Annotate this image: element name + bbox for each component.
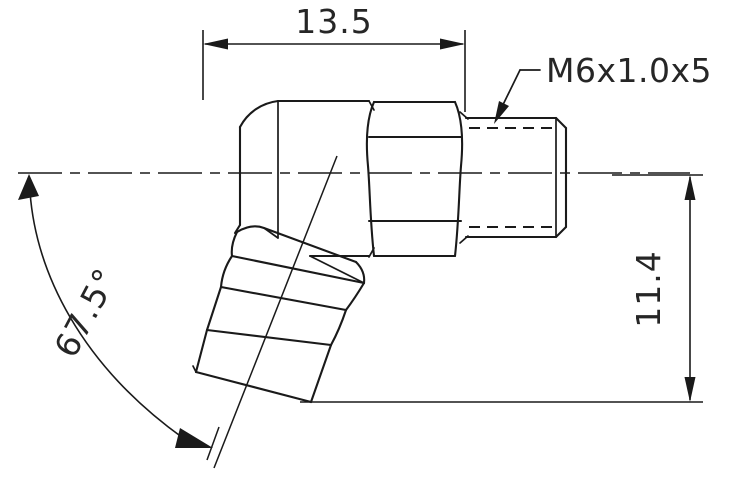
branch-end-face <box>194 370 313 404</box>
length-arrowhead-left <box>203 38 228 50</box>
body-lower-left-corner <box>233 223 242 235</box>
branch-body-connector <box>309 255 365 284</box>
angle-dim-text: 67.5° <box>46 262 125 364</box>
thread-callout-text: M6x1.0x5 <box>546 51 712 90</box>
branch-lower-right-edge <box>329 308 348 347</box>
body-top-left-fillet <box>238 99 280 129</box>
hex-corner-bottom-left <box>368 247 375 258</box>
branch-assembly <box>192 225 366 404</box>
angle-arc-line <box>29 191 184 439</box>
dimension-length-13-5: 13.5 <box>202 2 466 112</box>
height-arrowhead-bottom <box>684 377 696 402</box>
height-dim-text: 11.4 <box>629 250 668 327</box>
branch-mid-left-edge <box>219 254 234 289</box>
branch-bottom-left-edge <box>194 328 209 374</box>
branch-nut-left-edge <box>230 230 239 258</box>
branch-axis-tick <box>206 426 220 461</box>
threaded-stud <box>464 116 568 239</box>
main-hex-nut <box>365 100 469 258</box>
branch-axis-centerline <box>213 155 338 469</box>
branch-flat-line-2 <box>219 285 348 312</box>
thread-leader-arrowhead <box>494 101 509 124</box>
hex-right-chamfer <box>453 100 464 258</box>
length-dim-text: 13.5 <box>295 2 372 41</box>
angle-arrowhead-top <box>18 174 39 200</box>
dimension-angle-67-5: 67.5° <box>18 174 213 448</box>
branch-flat-line-3 <box>205 328 333 347</box>
stud-end-chamfer-top <box>554 116 568 130</box>
hex-left-chamfer <box>365 100 376 258</box>
note-thread-callout: M6x1.0x5 <box>494 51 712 124</box>
branch-lower-left-edge <box>205 285 223 332</box>
branch-bottom-left-bevel <box>192 365 197 373</box>
branch-mid-right-edge <box>344 281 366 312</box>
branch-nut-right-edge <box>354 260 366 285</box>
branch-upper-shoulder <box>263 227 279 239</box>
branch-bottom-right-edge <box>309 343 333 404</box>
dimension-height-11-4: 11.4 <box>300 174 703 403</box>
hex-corner-top-left <box>368 100 375 111</box>
elbow-body-outline <box>233 99 371 258</box>
length-arrowhead-right <box>440 38 465 50</box>
centerlines <box>18 155 690 469</box>
stud-end-chamfer-bottom <box>554 225 568 239</box>
branch-flat-line-1 <box>230 254 366 285</box>
angle-arrowhead-bottom <box>175 428 213 448</box>
height-arrowhead-top <box>684 175 696 200</box>
